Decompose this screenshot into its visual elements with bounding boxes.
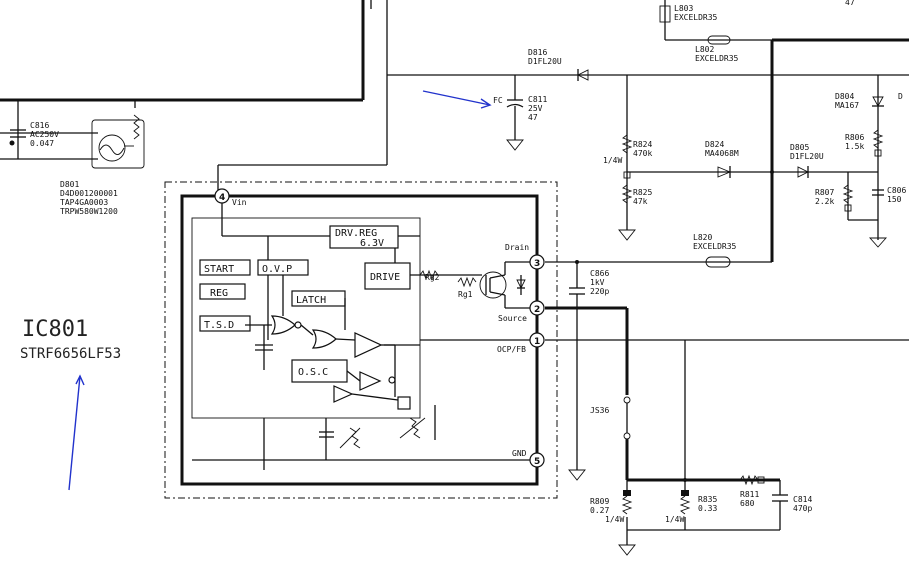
r825-value: 47k [633, 197, 648, 206]
ic801-dashed-outline [164, 181, 558, 499]
top-value-47: 47 [845, 0, 855, 7]
r809-ref: R809 [590, 497, 609, 506]
d804-ref: D804 [835, 92, 854, 101]
right-cluster: D804 MA167 D R806 1.5k R807 2.2k C806 15… [815, 75, 906, 248]
c811-volt: 25V [528, 104, 543, 113]
r825-ref: R825 [633, 188, 652, 197]
ic801-mosfet: Rg2 Rg1 [419, 269, 526, 299]
d824-ref: D824 [705, 140, 724, 149]
c806-value: 150 [887, 195, 902, 204]
reg-label: REG [210, 288, 228, 299]
r811-value: 680 [740, 499, 755, 508]
d805-part: D1FL20U [790, 152, 824, 161]
pin-3: 3 [534, 259, 540, 269]
d824-part: MA4068M [705, 149, 739, 158]
d801-bridge: D801 D4D001200001 TAP4GA0003 TRPW580W120… [60, 114, 145, 216]
pin-2: 2 [534, 305, 540, 315]
d-right-label: D [898, 92, 903, 101]
c816-ref: C816 [30, 121, 49, 130]
l802-part: EXCELDR35 [695, 54, 739, 63]
r824-r825: R824 470k 1/4W R825 47k [603, 134, 652, 241]
ic-part-number: STRF6656LF53 [20, 346, 121, 362]
drain-line: L820 EXCELDR35 C866 1kV 220p [545, 233, 772, 481]
r806-value: 1.5k [845, 142, 864, 151]
d801-part2: TAP4GA0003 [60, 198, 108, 207]
r824-power: 1/4W [603, 156, 622, 165]
c816-value: 0.047 [30, 139, 54, 148]
c811-fc: FC [493, 96, 503, 105]
d801-ref: D801 [60, 180, 79, 189]
c866-volt: 1kV [590, 278, 605, 287]
ic801-blocks: START O.V.P REG LATCH T.S.D O.S.C DRV.RE… [199, 225, 411, 383]
osc-label: O.S.C [298, 367, 328, 378]
l803-ref: L803 [674, 4, 693, 13]
drv-reg-block [329, 225, 399, 249]
ic801-logic [245, 275, 426, 449]
c806-ref: C806 [887, 186, 906, 195]
d816-ref: D816 [528, 48, 547, 57]
drv-reg-label: DRV.REG [335, 228, 377, 239]
l820-ref: L820 [693, 233, 712, 242]
c816-rating: AC250V [30, 130, 59, 139]
ic801-pins: 4 Vin 3 2 1 5 Drain Source OCP/FB GND [214, 188, 545, 468]
d824-d805: D824 MA4068M D805 D1FL20U [627, 140, 878, 178]
d801-part1: D4D001200001 [60, 189, 118, 198]
start-block [199, 259, 251, 276]
r824-value: 470k [633, 149, 652, 158]
top-right-wires: L803 EXCELDR35 L802 EXCELDR35 47 [626, 0, 909, 262]
d801-part3: TRPW580W1200 [60, 207, 118, 216]
lower-right-wires: JS36 R809 0.27 1/4W R835 0.33 1/4W R811 … [545, 306, 909, 556]
gnd-label: GND [512, 449, 527, 458]
rg2-label: Rg2 [425, 273, 440, 282]
top-left-wires [0, 0, 909, 190]
r811-ref: R811 [740, 490, 759, 499]
c811-value: 47 [528, 113, 538, 122]
c816-capacitor: C816 AC250V 0.047 [9, 121, 59, 148]
r807-value: 2.2k [815, 197, 834, 206]
r824-ref: R824 [633, 140, 652, 149]
tsd-label: T.S.D [204, 320, 234, 331]
annotation-arrows [68, 90, 492, 491]
d805-ref: D805 [790, 143, 809, 152]
d816-diode: D816 D1FL20U [528, 48, 589, 81]
latch-label: LATCH [296, 295, 326, 306]
drain-label: Drain [505, 243, 529, 252]
d804-part: MA167 [835, 101, 859, 110]
ovp-label: O.V.P [262, 264, 292, 275]
ic-name: IC801 [22, 317, 88, 342]
c866-value: 220p [590, 287, 609, 296]
drive-label: DRIVE [370, 272, 400, 283]
r835-value: 0.33 [698, 504, 717, 513]
rg1-label: Rg1 [458, 290, 473, 299]
l802-ref: L802 [695, 45, 714, 54]
r835-ref: R835 [698, 495, 717, 504]
c811-capacitor: FC C811 25V 47 [493, 75, 547, 151]
source-label: Source [498, 314, 527, 323]
d816-part: D1FL20U [528, 57, 562, 66]
pin-1: 1 [534, 337, 540, 347]
r809-value: 0.27 [590, 506, 609, 515]
drive-block [364, 262, 411, 290]
start-label: START [204, 264, 234, 275]
c811-ref: C811 [528, 95, 547, 104]
pin-4: 4 [219, 193, 225, 203]
js36-label: JS36 [590, 406, 609, 415]
tsd-block [199, 315, 251, 332]
r809-power: 1/4W [605, 515, 624, 524]
l803-part: EXCELDR35 [674, 13, 718, 22]
r807-ref: R807 [815, 188, 834, 197]
ocp-label: OCP/FB [497, 345, 526, 354]
r835-power: 1/4W [665, 515, 684, 524]
pin-5: 5 [534, 457, 540, 467]
l820-part: EXCELDR35 [693, 242, 737, 251]
pin-vin-label: Vin [232, 198, 247, 207]
drv-reg-voltage: 6.3V [360, 238, 384, 249]
c814-value: 470p [793, 504, 812, 513]
c814-ref: C814 [793, 495, 812, 504]
r806-ref: R806 [845, 133, 864, 142]
ic801-inner-control [191, 217, 421, 419]
reg-block [199, 283, 246, 300]
c866-ref: C866 [590, 269, 609, 278]
